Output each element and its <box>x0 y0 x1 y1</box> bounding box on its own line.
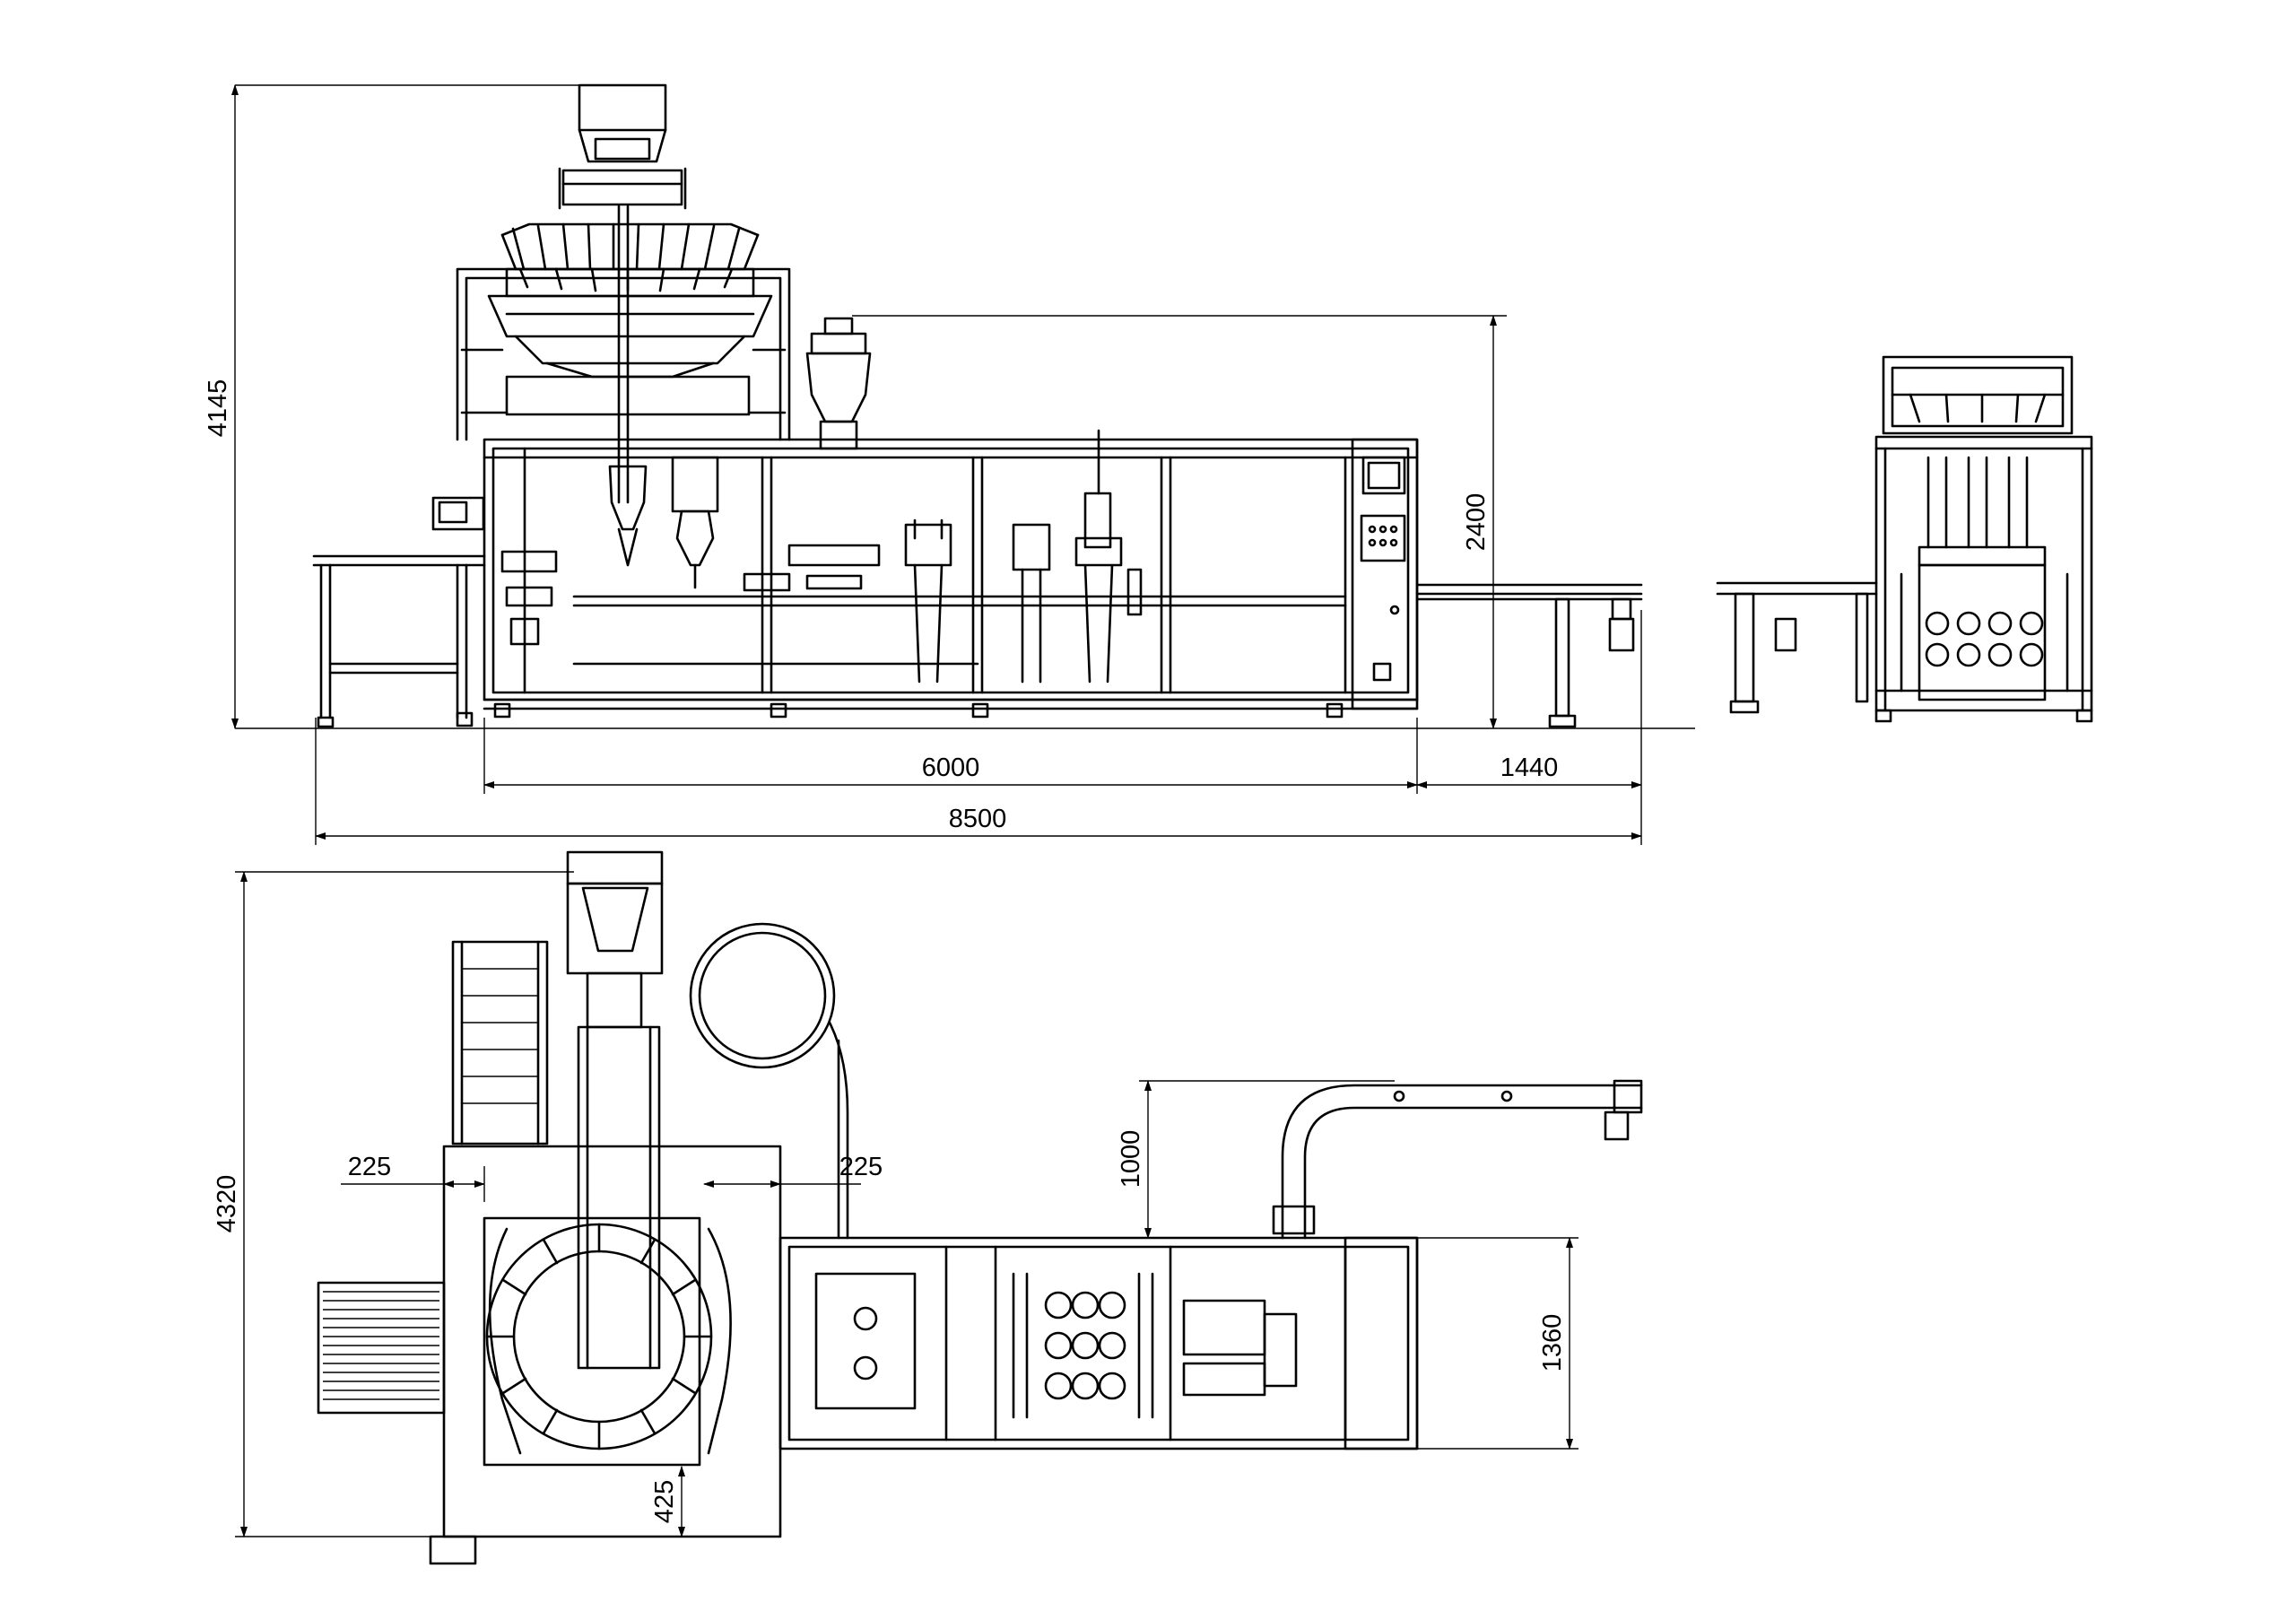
dim-425: 425 <box>650 1480 679 1523</box>
dim-6000: 6000 <box>922 753 980 782</box>
top-view <box>317 850 1643 1565</box>
conveyor-slats <box>462 968 538 1104</box>
dim-1000: 1000 <box>1117 1130 1145 1189</box>
dim-4145: 4145 <box>204 379 232 438</box>
front-view <box>235 83 1695 729</box>
dosing-auger <box>805 317 872 450</box>
dim-1440: 1440 <box>1500 753 1559 782</box>
side-view <box>1716 355 2093 723</box>
filling-funnels <box>608 456 719 589</box>
dim-225-right: 225 <box>839 1153 883 1181</box>
curved-output-conveyor <box>1272 1079 1643 1240</box>
control-cabinet <box>1351 438 1419 710</box>
output-conveyor <box>1415 583 1643 728</box>
dim-225-left: 225 <box>348 1153 391 1181</box>
left-conveyor <box>312 496 558 728</box>
weigher-buckets <box>511 222 741 292</box>
multihead-weigher <box>456 83 791 504</box>
dim-1360: 1360 <box>1538 1314 1567 1372</box>
sealing-jaws-top <box>1012 1272 1154 1419</box>
main-machine-frame <box>456 438 1419 727</box>
dim-2400: 2400 <box>1462 493 1491 552</box>
dimension-labels: 4145 2400 6000 1440 8500 4320 225 225 42… <box>204 379 1567 1523</box>
turntable-pockets <box>485 1223 713 1450</box>
infeed-belt <box>323 1291 439 1400</box>
dimension-lines <box>231 84 1642 1537</box>
sealing-stations <box>743 429 1143 684</box>
dim-4320: 4320 <box>213 1175 241 1233</box>
dim-8500: 8500 <box>949 805 1007 833</box>
main-machine-top <box>778 1236 1419 1450</box>
